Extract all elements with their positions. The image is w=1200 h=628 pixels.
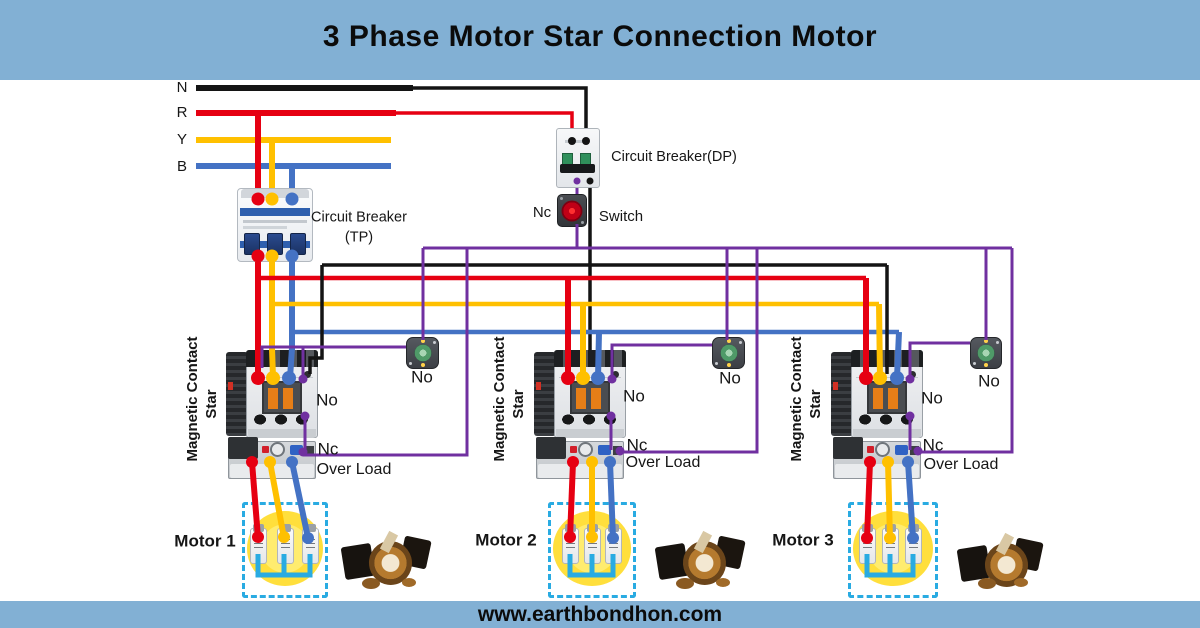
- overload-reset-button[interactable]: [867, 446, 874, 453]
- winding-copper-coil: [676, 578, 694, 589]
- contactor-red-mark: [833, 382, 838, 390]
- page-title: 3 Phase Motor Star Connection Motor: [322, 20, 878, 53]
- label-motor-2: Motor 2: [475, 530, 537, 550]
- overload-adjust-dial[interactable]: [270, 442, 285, 457]
- label-overload-2: Over Load: [625, 454, 701, 472]
- screw-icon: [560, 197, 563, 200]
- contactor-bottom-strip: [853, 429, 921, 438]
- switch-red-button[interactable]: [561, 200, 583, 221]
- breaker-label-line: [243, 220, 307, 223]
- nc-switch[interactable]: [557, 194, 587, 227]
- overload-test-button[interactable]: [895, 445, 908, 455]
- label-circuit-breaker-tp: Circuit Breaker (TP): [311, 209, 407, 245]
- label-star-3: Star: [806, 389, 824, 419]
- label-magnetic-contact-1: Magnetic Contact: [183, 336, 201, 462]
- phase-label-r: R: [176, 103, 188, 121]
- label-star-2: Star: [509, 389, 527, 419]
- contactor-faceplate: [856, 370, 918, 378]
- breaker-label-line: [243, 226, 287, 229]
- contactor-bottom-strip: [556, 429, 624, 438]
- label-magnetic-contact-2: Magnetic Contact: [490, 336, 508, 462]
- label-contactor-no-3: No: [921, 388, 943, 408]
- overload-terminal-strip: [538, 464, 622, 478]
- contactor-coil-orange: [873, 388, 883, 409]
- label-nc-3: Nc: [922, 435, 944, 455]
- label-nc-2: Nc: [626, 435, 648, 455]
- label-magnetic-contact-3: Magnetic Contact: [787, 336, 805, 462]
- label-overload-1: Over Load: [316, 461, 392, 479]
- motor-dashed-outline: [848, 502, 938, 598]
- overload-dark-block: [833, 437, 863, 459]
- contactor-coil-orange: [576, 388, 586, 409]
- footer-url: www.earthbondhon.com: [477, 603, 723, 626]
- contactor-red-mark: [228, 382, 233, 390]
- breaker-toggle[interactable]: [560, 164, 595, 173]
- label-star-1: Star: [202, 389, 220, 419]
- label-contactor-no-2: No: [623, 386, 645, 406]
- overload-adjust-dial[interactable]: [578, 442, 593, 457]
- label-motor-1: Motor 1: [174, 531, 236, 551]
- overload-terminal-strip: [835, 464, 919, 478]
- label-button-no-1: No: [411, 367, 433, 387]
- overload-dark-block: [228, 437, 258, 459]
- overload-test-button[interactable]: [598, 445, 611, 455]
- winding-copper-coil: [1014, 578, 1028, 587]
- circuit-breaker-dp[interactable]: [556, 128, 600, 188]
- contactor-heatsink-fins: [226, 352, 248, 436]
- label-circuit-breaker-dp: Circuit Breaker(DP): [611, 149, 737, 166]
- screw-icon: [581, 221, 584, 224]
- contactor-coil-orange: [591, 388, 601, 409]
- motor-winding-1: [340, 530, 432, 590]
- winding-copper-coil: [362, 578, 380, 589]
- overload-dark-block: [536, 437, 566, 459]
- label-button-no-3: No: [978, 371, 1000, 391]
- phase-label-y: Y: [176, 130, 188, 148]
- overload-test-button[interactable]: [290, 445, 303, 455]
- label-switch-nc: Nc: [532, 203, 552, 221]
- contactor-red-mark: [536, 382, 541, 390]
- motor-winding-2: [654, 530, 746, 590]
- motor-winding-3: [956, 532, 1044, 592]
- label-contactor-no-1: No: [316, 390, 338, 410]
- contactor-terminal-strip: [554, 350, 626, 367]
- breaker-label-line: [565, 140, 589, 143]
- contactor-lower-terminals: [252, 413, 310, 426]
- overload-reset-button[interactable]: [262, 446, 269, 453]
- contactor-heatsink-fins: [831, 352, 853, 436]
- label-overload-3: Over Load: [923, 456, 999, 474]
- label-button-no-2: No: [719, 368, 741, 388]
- header-band: [0, 0, 1200, 80]
- contactor-coil-orange: [283, 388, 293, 409]
- label-motor-3: Motor 3: [772, 530, 834, 550]
- winding-copper-coil: [402, 578, 416, 587]
- winding-copper-coil: [978, 578, 996, 589]
- winding-copper-coil: [716, 578, 730, 587]
- contactor-coil-orange: [888, 388, 898, 409]
- breaker-blue-stripe: [240, 208, 310, 216]
- contactor-lower-terminals: [857, 413, 915, 426]
- contactor-lower-terminals: [560, 413, 618, 426]
- overload-reset-button[interactable]: [570, 446, 577, 453]
- contactor-faceplate: [559, 370, 621, 378]
- footer-band: [0, 601, 1200, 628]
- phase-label-n: N: [176, 78, 188, 96]
- label-nc-1: Nc: [317, 439, 339, 459]
- contactor-heatsink-fins: [534, 352, 556, 436]
- contactor-coil-orange: [268, 388, 278, 409]
- phase-label-b: B: [176, 157, 188, 175]
- label-switch: Switch: [598, 207, 644, 225]
- contactor-bottom-strip: [248, 429, 316, 438]
